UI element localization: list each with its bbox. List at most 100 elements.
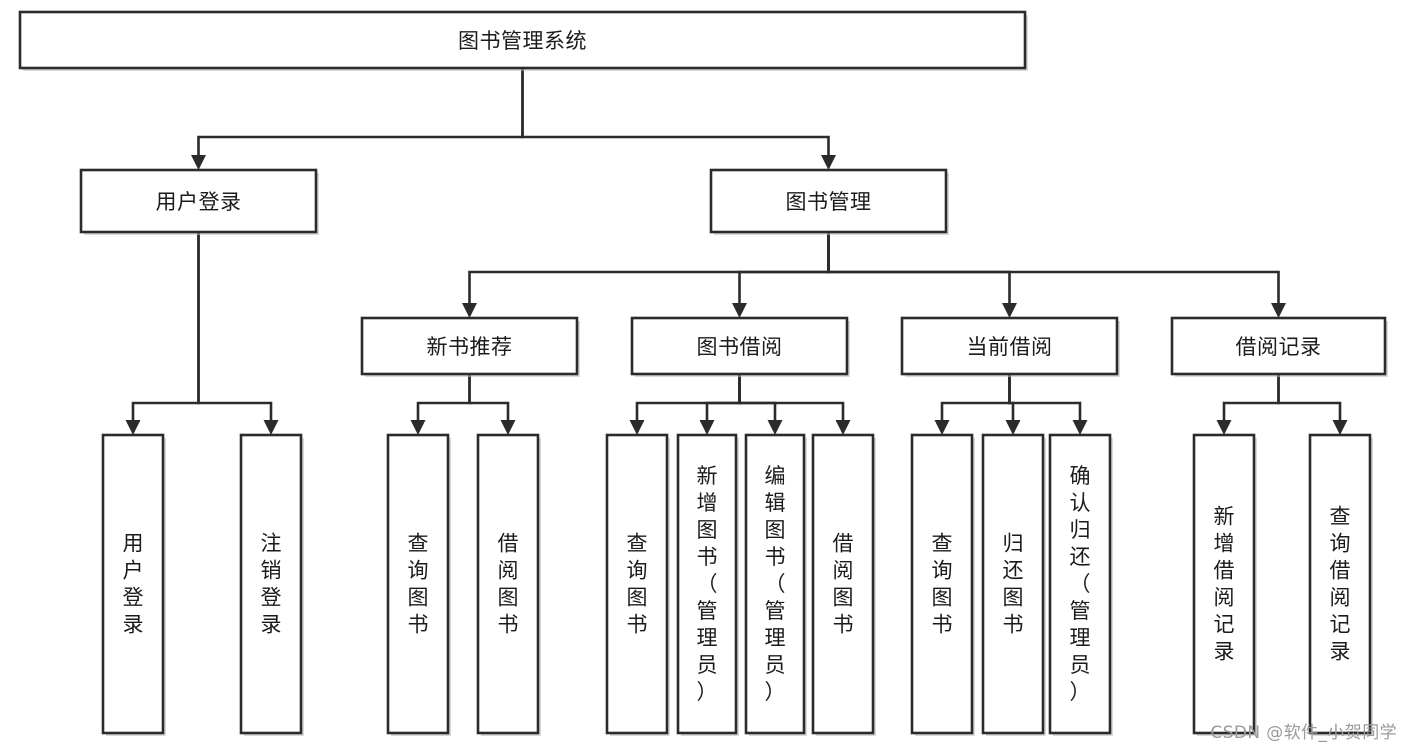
node-l4[interactable]: 借阅图书 (476, 433, 541, 736)
edge-borrow-to-l7 (738, 374, 783, 435)
node-label: 当前借阅 (967, 335, 1053, 359)
node-label: 借阅图书 (498, 532, 519, 637)
edge-newbook-to-l3 (410, 374, 471, 435)
node-l9[interactable]: 查询图书 (910, 433, 975, 736)
arrow-head-icon (821, 155, 836, 170)
edge-newbook-to-l4 (468, 374, 516, 435)
node-label: 确认归还（管理员） (1070, 464, 1091, 704)
node-label: 编辑图书（管理员） (765, 464, 786, 704)
node-box[interactable] (1048, 433, 1112, 735)
node-box[interactable] (386, 433, 450, 735)
node-l1[interactable]: 用户登录 (101, 433, 166, 736)
node-box[interactable] (709, 168, 948, 234)
node-l2[interactable]: 注销登录 (239, 433, 304, 736)
node-box[interactable] (18, 10, 1027, 70)
arrow-head-icon (629, 420, 645, 435)
node-box[interactable] (676, 433, 738, 735)
edge-borrow-to-l5 (629, 374, 741, 435)
node-label: 借阅图书 (833, 532, 854, 637)
edge-borrow-to-l6 (699, 374, 741, 435)
node-box[interactable] (744, 433, 806, 735)
node-newbook[interactable]: 新书推荐 (360, 316, 580, 377)
node-l13[interactable]: 查询借阅记录 (1308, 433, 1373, 736)
node-box[interactable] (1170, 316, 1387, 376)
node-layer: 图书管理系统用户登录图书管理新书推荐图书借阅当前借阅借阅记录用户登录注销登录查询… (18, 10, 1388, 736)
node-box[interactable] (239, 433, 303, 735)
edge-bookmgr-to-borrow (732, 232, 830, 318)
node-label: 图书借阅 (697, 335, 783, 359)
node-label: 用户登录 (123, 532, 144, 637)
edge-current-to-l10 (1005, 374, 1021, 435)
arrow-head-icon (263, 420, 279, 435)
edge-bookmgr-to-newbook (462, 232, 830, 318)
node-box[interactable] (79, 168, 318, 234)
node-l10[interactable]: 归还图书 (981, 433, 1046, 736)
edge-login-to-l2 (197, 232, 279, 435)
node-box[interactable] (476, 433, 540, 735)
node-records[interactable]: 借阅记录 (1170, 316, 1388, 377)
node-l7[interactable]: 编辑图书（管理员） (744, 433, 807, 736)
edge-bookmgr-to-current (827, 232, 1017, 318)
node-box[interactable] (1308, 433, 1372, 735)
arrow-head-icon (767, 420, 783, 435)
arrow-head-icon (1002, 303, 1017, 318)
node-label: 查询图书 (627, 532, 648, 637)
node-label: 新增图书（管理员） (697, 464, 718, 704)
arrow-head-icon (1072, 420, 1088, 435)
node-box[interactable] (910, 433, 974, 735)
node-label: 查询借阅记录 (1330, 505, 1351, 664)
arrow-head-icon (1271, 303, 1286, 318)
edge-layer (125, 68, 1348, 435)
node-label: 借阅记录 (1236, 335, 1322, 359)
node-box[interactable] (101, 433, 165, 735)
node-l8[interactable]: 借阅图书 (811, 433, 876, 736)
arrow-head-icon (462, 303, 477, 318)
edge-records-to-l12 (1216, 374, 1280, 435)
edge-borrow-to-l8 (738, 374, 851, 435)
node-login[interactable]: 用户登录 (79, 168, 319, 235)
arrow-head-icon (191, 155, 206, 170)
node-l5[interactable]: 查询图书 (605, 433, 670, 736)
node-label: 查询图书 (408, 532, 429, 637)
node-box[interactable] (811, 433, 875, 735)
node-box[interactable] (981, 433, 1045, 735)
edge-records-to-l13 (1277, 374, 1348, 435)
node-label: 图书管理系统 (458, 29, 587, 53)
node-box[interactable] (900, 316, 1119, 376)
node-label: 图书管理 (786, 190, 872, 214)
node-label: 新书推荐 (427, 335, 513, 359)
node-l3[interactable]: 查询图书 (386, 433, 451, 736)
node-label: 新增借阅记录 (1214, 505, 1235, 664)
arrow-head-icon (835, 420, 851, 435)
node-label: 查询图书 (932, 532, 953, 637)
edge-current-to-l11 (1008, 374, 1088, 435)
node-label: 注销登录 (261, 532, 282, 637)
node-box[interactable] (630, 316, 849, 376)
arrow-head-icon (732, 303, 747, 318)
edge-login-to-l1 (125, 232, 200, 435)
node-root[interactable]: 图书管理系统 (18, 10, 1028, 71)
node-l6[interactable]: 新增图书（管理员） (676, 433, 739, 736)
node-bookmgr[interactable]: 图书管理 (709, 168, 949, 235)
node-box[interactable] (360, 316, 579, 376)
csdn-watermark: CSDN @软件_小贺同学 (1210, 723, 1397, 743)
node-current[interactable]: 当前借阅 (900, 316, 1120, 377)
arrow-head-icon (934, 420, 950, 435)
node-borrow[interactable]: 图书借阅 (630, 316, 850, 377)
edge-bookmgr-to-records (827, 232, 1286, 318)
node-box[interactable] (605, 433, 669, 735)
edge-root-to-bookmgr (521, 68, 836, 170)
edge-current-to-l9 (934, 374, 1011, 435)
arrow-head-icon (1332, 420, 1348, 435)
arrow-head-icon (410, 420, 426, 435)
node-l12[interactable]: 新增借阅记录 (1192, 433, 1257, 736)
arrow-head-icon (125, 420, 141, 435)
arrow-head-icon (1005, 420, 1021, 435)
node-box[interactable] (1192, 433, 1256, 735)
node-label: 归还图书 (1003, 532, 1024, 637)
arrow-head-icon (699, 420, 715, 435)
arrow-head-icon (500, 420, 516, 435)
node-l11[interactable]: 确认归还（管理员） (1048, 433, 1113, 736)
